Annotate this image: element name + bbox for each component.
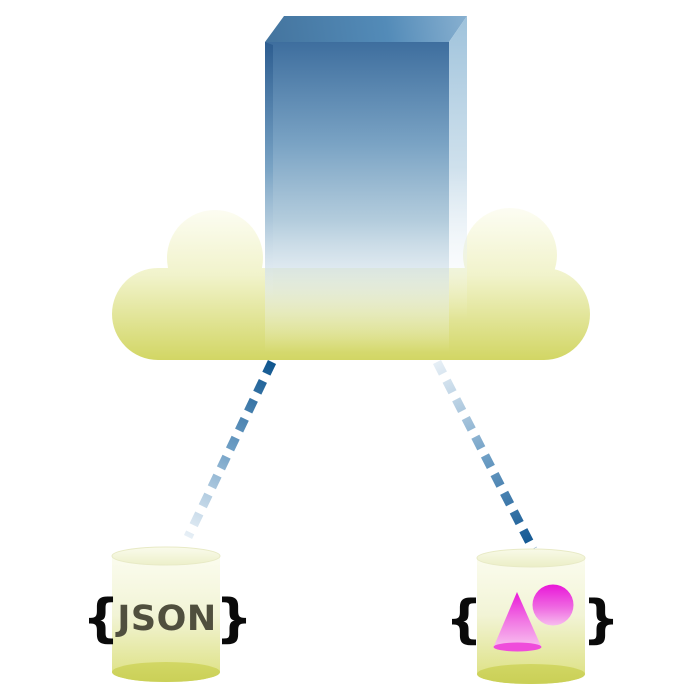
server-box-icon — [265, 16, 467, 353]
server-box-right-face — [449, 16, 467, 352]
sphere-icon — [532, 584, 574, 626]
server-box-top-face — [265, 16, 467, 42]
json-database-icon: { JSON } — [82, 546, 253, 682]
left-brace-open: { — [82, 589, 119, 649]
shapes-cylinder-bottom-rim — [477, 664, 585, 684]
server-box-front-face — [265, 42, 449, 353]
shapes-database-icon: { } — [445, 548, 620, 684]
dashed-connection-line-left — [183, 360, 277, 539]
cone-icon — [494, 592, 541, 650]
json-label: JSON — [115, 599, 216, 639]
server-box-left-edge — [265, 42, 273, 300]
dashed-connection-line-right — [432, 359, 538, 552]
cone-base — [493, 642, 542, 652]
right-brace-open: { — [445, 590, 482, 650]
right-brace-close: } — [582, 590, 619, 650]
json-cylinder-body — [112, 556, 220, 682]
json-cylinder-bottom-rim — [112, 662, 220, 682]
shapes-cylinder-top — [476, 548, 586, 568]
json-cylinder-top — [111, 546, 221, 566]
left-brace-close: } — [215, 589, 252, 649]
